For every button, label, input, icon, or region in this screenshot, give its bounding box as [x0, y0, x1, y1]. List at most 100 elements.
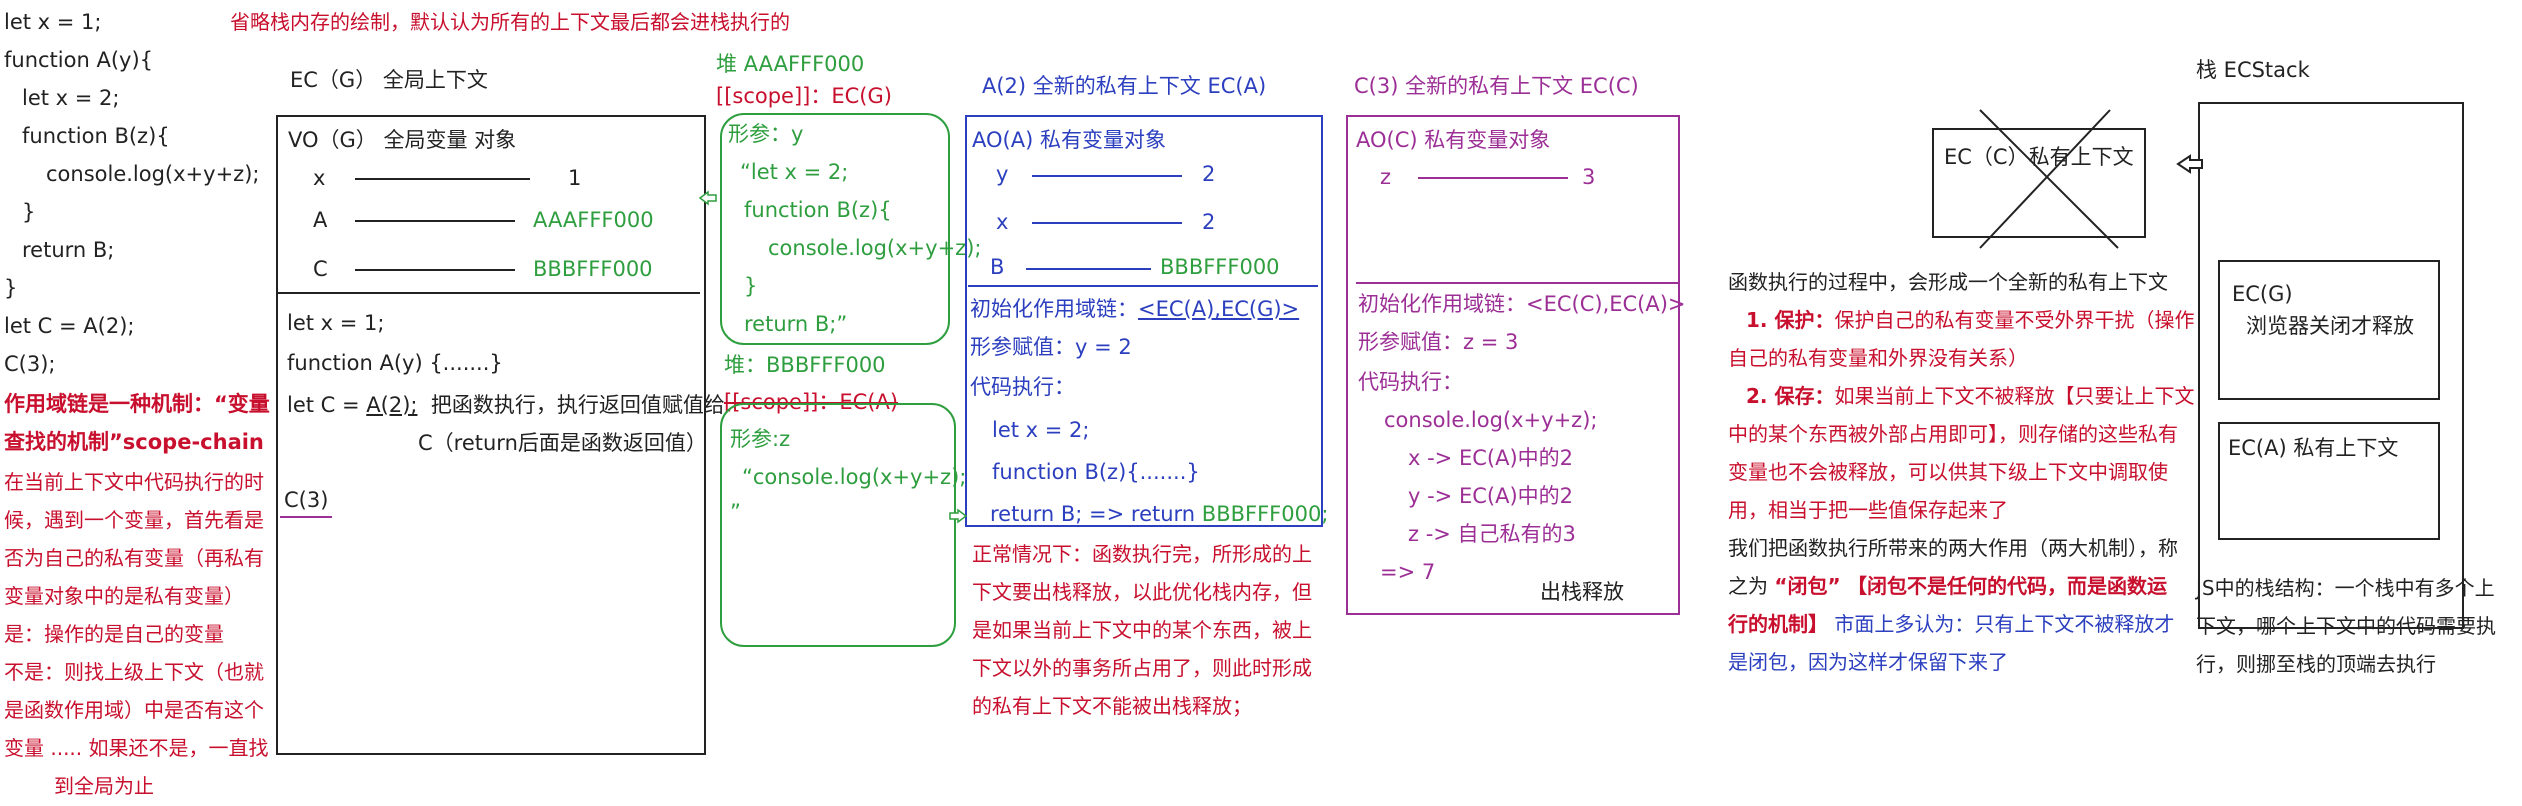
closure-mech-3-blue: 市面上多认为：只有上下文不被释放才 [1828, 612, 2175, 636]
ec-a-return: return B; => return BBBFFF000; [990, 502, 1328, 527]
heap-a-line: console.log(x+y+z); [768, 236, 982, 260]
closure-mech-2-prefix: 之为 [1728, 574, 1775, 598]
stack-ec-a-box [2218, 422, 2440, 540]
code-line: function B(z){ [22, 124, 170, 148]
code-line: function A(y){ [4, 48, 153, 72]
ec-c-box [1346, 115, 1680, 615]
closure-save-line-3: 用，相当于把一些值保存起来了 [1728, 498, 2008, 522]
heap-b-box [720, 403, 956, 647]
ec-a-ao-title: AO(A) 私有变量对象 [972, 128, 1166, 152]
scope-chain-line: 在当前上下文中代码执行的时 [4, 470, 264, 494]
closure-mech-3-bold: 行的机制】 [1728, 612, 1828, 636]
scope-chain-line: 否为自己的私有变量（再私有 [4, 546, 264, 570]
ec-a-divider [968, 285, 1318, 287]
global-assign-call: A(2); [366, 393, 418, 417]
ec-a-note-line: 正常情况下：函数执行完，所形成的上 [972, 542, 1312, 566]
global-var-c: C [313, 257, 328, 281]
heap-a-line: 形参：y [728, 122, 804, 146]
heap-b-title: 堆：BBBFFF000 [724, 353, 886, 377]
stack-box [2198, 102, 2464, 629]
stack-ec-g-label: EC(G) [2232, 282, 2293, 306]
heap-b-param: 形参:z [730, 427, 791, 451]
ec-c-params: 形参赋值：z = 3 [1358, 330, 1519, 354]
scope-chain-line: 候，遇到一个变量，首先看是 [4, 508, 264, 532]
ec-a-var-x-value: 2 [1202, 210, 1216, 234]
stack-title: 栈 ECStack [2196, 58, 2310, 82]
closure-mech-2-bold: 【闭包不是任何的代码，而是函数运 [1847, 574, 2168, 598]
ec-a-exec: 代码执行： [970, 375, 1075, 399]
ec-c-divider [1356, 282, 1678, 284]
ec-c-code-2: x -> EC(A)中的2 [1408, 446, 1573, 470]
ec-c-var-z: z [1380, 165, 1392, 189]
closure-mech-4: 是闭包，因为这样才保留下来了 [1728, 650, 2008, 674]
ec-c-scope-chain: 初始化作用域链：<EC(C),EC(A)> [1358, 292, 1686, 316]
closure-protect-text2: 自己的私有变量和外界没有关系） [1728, 346, 2028, 370]
heap-a-scope: [[scope]]：EC(G) [716, 84, 892, 108]
closure-save-line-1: 中的某个东西被外部占用即可】，则存储的这些私有 [1728, 422, 2178, 446]
stack-desc-3: 行，则挪至栈的顶端去执行 [2196, 652, 2436, 676]
ec-a-title: A(2) 全新的私有上下文 EC(A) [982, 74, 1267, 98]
code-line: console.log(x+y+z); [46, 162, 260, 186]
cross-line-1 [1979, 109, 2119, 249]
closure-mech-2: 之为 “闭包” 【闭包不是任何的代码，而是函数运 [1728, 574, 2167, 598]
ec-a-code-2: function B(z){.......} [992, 460, 1200, 484]
closure-protect-label: 1. 保护： [1746, 308, 1835, 332]
closure-save-line-2: 变量也不会被释放，可以供其下级上下文中调取使 [1728, 460, 2168, 484]
ec-c-title: C(3) 全新的私有上下文 EC(C) [1354, 74, 1639, 98]
global-var-a-value: AAAFFF000 [533, 208, 654, 232]
ec-c-result: => 7 [1380, 560, 1436, 584]
ec-a-var-b: B [990, 255, 1005, 279]
code-line: C(3); [4, 352, 56, 376]
ec-a-return-prefix: return B; => return [990, 502, 1202, 526]
stack-ec-a-label: EC(A) 私有上下文 [2228, 436, 2399, 460]
cross-line-2 [1979, 109, 2111, 249]
global-ec-box [276, 115, 706, 755]
scope-chain-line: 不是：则找上级上下文（也就 [4, 660, 264, 684]
code-line: let C = A(2); [4, 314, 135, 338]
ec-a-var-y: y [996, 162, 1009, 186]
ec-a-note-line: 下文要出栈释放，以此优化栈内存，但 [972, 580, 1312, 604]
ec-a-note-line: 下文以外的事务所占用了，则此时形成 [972, 656, 1312, 680]
ec-a-return-value: BBBFFF000; [1201, 502, 1329, 526]
ec-a-code-1: let x = 2; [992, 418, 1090, 442]
closure-intro: 函数执行的过程中，会形成一个全新的私有上下文 [1728, 270, 2168, 294]
closure-mech-1: 我们把函数执行所带来的两大作用（两大机制），称 [1728, 536, 2178, 560]
scope-chain-line: 是：操作的是自己的变量 [4, 622, 224, 646]
ec-a-var-x-line [1032, 222, 1182, 224]
closure-save-label: 2. 保存： [1746, 384, 1835, 408]
global-code-1: let x = 1; [287, 311, 385, 335]
heap-b-scope: [[scope]]：EC(A) [724, 390, 899, 414]
heap-a-box [720, 113, 950, 345]
stack-desc-1: JS中的栈结构：一个栈中有多个上 [2196, 576, 2495, 600]
scope-chain-title-2: 查找的机制”scope-chain [4, 430, 264, 454]
ec-c-pop: 出栈释放 [1540, 580, 1624, 604]
ec-a-var-x: x [996, 210, 1009, 234]
heap-b-arrow-icon [949, 508, 968, 524]
closure-protect-text: 保护自己的私有变量不受外界干扰（操作 [1834, 308, 2195, 332]
heap-a-line: return B;” [744, 312, 848, 336]
closure-mech-2-closure: “闭包” [1774, 574, 1841, 598]
heap-a-line: “let x = 2; [740, 160, 849, 184]
global-c3: C(3) [284, 488, 329, 512]
ec-c-ao-title: AO(C) 私有变量对象 [1356, 128, 1551, 152]
stack-ec-c-label: EC（C）私有上下文 [1944, 145, 2134, 169]
top-note: 省略栈内存的绘制，默认认为所有的上下文最后都会进栈执行的 [230, 10, 790, 34]
heap-b-code: “console.log(x+y+z); [742, 465, 967, 489]
ec-a-params: 形参赋值：y = 2 [970, 335, 1132, 359]
global-assign: let C = A(2); 把函数执行，执行返回值赋值给 [287, 393, 725, 418]
scope-chain-title-1: 作用域链是一种机制：“变量 [4, 392, 270, 416]
global-var-x-value: 1 [568, 166, 582, 190]
global-var-a: A [313, 208, 328, 232]
ec-a-var-y-value: 2 [1202, 162, 1216, 186]
ec-c-code-3: y -> EC(A)中的2 [1408, 484, 1573, 508]
global-assign-prefix: let C = [287, 393, 367, 417]
ec-a-scope-chain: 初始化作用域链：<EC(A),EC(G)> [970, 297, 1299, 322]
global-var-c-line [355, 269, 515, 271]
ec-a-scope-chain-label: 初始化作用域链： [970, 297, 1138, 321]
global-ec-divider [278, 292, 700, 294]
code-line: } [4, 276, 18, 300]
ec-a-var-b-line [1026, 268, 1151, 270]
global-var-a-line [355, 220, 515, 222]
ec-a-var-b-value: BBBFFF000 [1160, 255, 1280, 279]
heap-a-arrow-icon [698, 190, 717, 206]
